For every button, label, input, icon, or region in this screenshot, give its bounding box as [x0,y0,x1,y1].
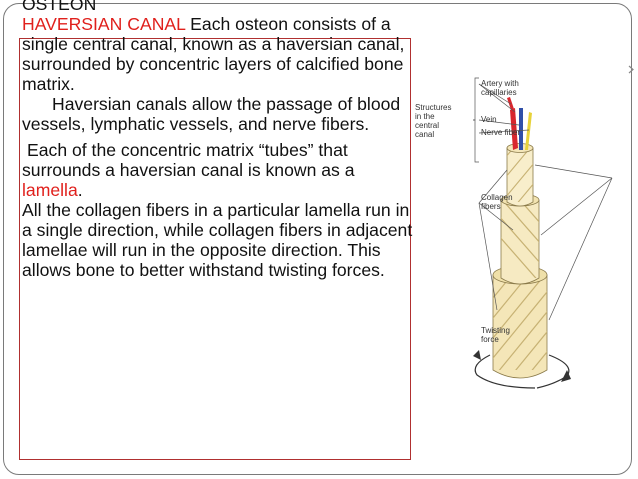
haversian-definition: Each osteon consists of a single central… [22,14,405,94]
lamella-text: Each of the concentric matrix “tubes” th… [22,140,355,180]
paragraph-lamella: Each of the concentric matrix “tubes” th… [22,140,414,200]
osteon-figure: Structures in the central canal Artery w… [415,77,613,389]
term-lamella: lamella [22,180,78,200]
label-twisting-force: Twisting force [481,326,512,344]
vein-vessel [519,108,523,150]
label-structures: Structures in the central canal [415,103,454,139]
twist-arrow-left [474,354,536,389]
paragraph-passage: Haversian canals allow the passage of bl… [22,94,414,134]
passage-text: Haversian canals allow the passage of bl… [22,94,401,134]
slide-text: OSTEON HAVERSIAN CANAL Each osteon consi… [22,0,414,280]
inner-lamella-fibers [507,143,533,202]
heading: OSTEON [22,0,97,14]
label-collagen-fibers: Collagen fibers [481,193,515,211]
leader-lines [473,77,613,321]
outer-lamella-fibers [493,267,547,370]
chevron-right-icon[interactable] [628,65,634,74]
label-vein: Vein [481,115,497,124]
slide-frame [3,3,632,475]
arrowhead-left-icon [473,350,481,360]
lamella-period: . [77,180,83,200]
label-nerve-fiber: Nerve fiber [481,128,520,137]
middle-lamella [500,199,540,285]
label-artery: Artery with capillaries [481,79,521,97]
term-haversian-canal: HAVERSIAN CANAL [22,14,186,34]
nerve-fiber [525,112,532,150]
arrowhead-right-icon [561,370,571,382]
artery-vessel [510,108,518,150]
text-box [19,38,411,460]
paragraph-collagen: All the collagen fibers in a particular … [22,200,413,280]
paragraph-haversian: HAVERSIAN CANAL Each osteon consists of … [22,14,414,94]
